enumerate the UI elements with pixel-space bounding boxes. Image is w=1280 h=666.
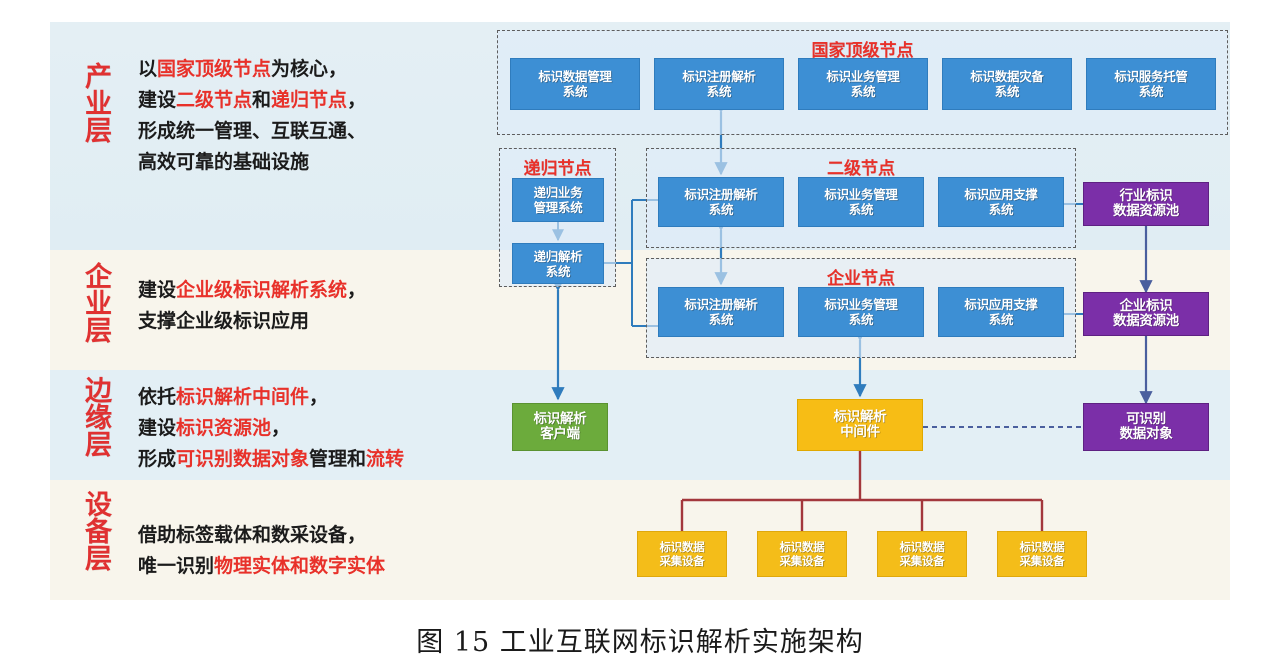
node-box-data-collection-device[interactable]: 标识数据采集设备 — [637, 531, 727, 577]
node-box-identity-registration-resolution-national[interactable]: 标识注册解析系统 — [654, 58, 784, 110]
node-box-data-collection-device[interactable]: 标识数据采集设备 — [757, 531, 847, 577]
node-box-industry-identity-data-pool[interactable]: 行业标识数据资源池 — [1083, 182, 1209, 226]
desc-text: 以 — [138, 58, 158, 80]
desc-text: ， — [309, 386, 329, 408]
layer-label-industry: 产业层 — [80, 62, 111, 143]
desc-text: 形成统一管理、互联互通、 — [138, 120, 367, 142]
node-box-identity-resolution-client[interactable]: 标识解析客户端 — [512, 403, 608, 451]
desc-highlight: 标识解析中间件 — [176, 386, 310, 408]
node-box-enterprise-identity-data-pool[interactable]: 企业标识数据资源池 — [1083, 292, 1209, 336]
desc-line: 以国家顶级节点为核心， — [138, 54, 366, 85]
desc-text: 为核心， — [271, 58, 348, 80]
desc-text: 管理和 — [309, 448, 367, 470]
desc-highlight: 二级节点 — [176, 89, 253, 111]
desc-text: 和 — [252, 89, 272, 111]
desc-line: 形成可识别数据对象管理和流转 — [138, 444, 404, 475]
desc-text: ， — [347, 279, 367, 301]
desc-highlight: 物理实体和数字实体 — [214, 555, 386, 577]
node-box-identity-data-management[interactable]: 标识数据管理系统 — [510, 58, 640, 110]
desc-line: 高效可靠的基础设施 — [138, 147, 366, 178]
layer-label-device: 设备层 — [80, 490, 111, 571]
node-box-identity-registration-resolution-enterprise[interactable]: 标识注册解析系统 — [658, 287, 784, 337]
node-box-identity-resolution-middleware[interactable]: 标识解析中间件 — [797, 399, 923, 451]
layer-desc-enterprise: 建设企业级标识解析系统， 支撑企业级标识应用 — [138, 275, 366, 337]
group-title-secondary: 二级节点 — [827, 159, 895, 179]
desc-text: ， — [347, 89, 367, 111]
desc-text: 唯一识别 — [138, 555, 215, 577]
desc-highlight: 国家顶级节点 — [157, 58, 272, 80]
desc-text: ， — [271, 417, 291, 439]
desc-text: 借助标签载体和数采设备， — [138, 524, 367, 546]
desc-text: 建设 — [138, 279, 177, 301]
node-box-identity-service-hosting[interactable]: 标识服务托管系统 — [1086, 58, 1216, 110]
desc-line: 借助标签载体和数采设备， — [138, 520, 385, 551]
node-box-identity-application-support-enterprise[interactable]: 标识应用支撑系统 — [938, 287, 1064, 337]
group-title-recursive: 递归节点 — [523, 159, 592, 179]
layer-desc-device: 借助标签载体和数采设备， 唯一识别物理实体和数字实体 — [138, 520, 385, 582]
desc-line: 唯一识别物理实体和数字实体 — [138, 551, 385, 582]
node-box-data-collection-device[interactable]: 标识数据采集设备 — [997, 531, 1087, 577]
desc-highlight: 标识资源池 — [176, 417, 272, 439]
group-title-enterprise: 企业节点 — [827, 269, 895, 289]
desc-line: 建设标识资源池， — [138, 413, 404, 444]
node-box-identity-data-disaster-recovery[interactable]: 标识数据灾备系统 — [942, 58, 1072, 110]
node-box-identity-registration-resolution-secondary[interactable]: 标识注册解析系统 — [658, 177, 784, 227]
desc-line: 建设二级节点和递归节点， — [138, 85, 366, 116]
desc-text: 形成 — [138, 448, 177, 470]
figure-caption: 图 15 工业互联网标识解析实施架构 — [416, 627, 864, 658]
desc-highlight: 可识别数据对象 — [176, 448, 310, 470]
group-title-national: 国家顶级节点 — [811, 41, 914, 61]
desc-highlight: 企业级标识解析系统 — [176, 279, 348, 301]
desc-line: 依托标识解析中间件， — [138, 382, 404, 413]
node-box-recursive-business-management[interactable]: 递归业务管理系统 — [512, 178, 604, 222]
node-box-data-collection-device[interactable]: 标识数据采集设备 — [877, 531, 967, 577]
layer-label-enterprise: 企业层 — [80, 262, 111, 343]
desc-text: 高效可靠的基础设施 — [138, 151, 310, 173]
desc-line: 支撑企业级标识应用 — [138, 306, 366, 337]
node-box-identity-business-management-secondary[interactable]: 标识业务管理系统 — [798, 177, 924, 227]
desc-text: 依托 — [138, 386, 177, 408]
layer-desc-edge: 依托标识解析中间件，建设标识资源池，形成可识别数据对象管理和流转 — [138, 382, 404, 475]
desc-highlight: 流转 — [366, 448, 405, 470]
desc-text: 支撑企业级标识应用 — [138, 310, 310, 332]
node-box-recursive-resolution[interactable]: 递归解析系统 — [512, 243, 604, 284]
layer-desc-industry: 以国家顶级节点为核心，建设二级节点和递归节点，形成统一管理、互联互通、高效可靠的… — [138, 54, 366, 178]
node-box-identifiable-data-object[interactable]: 可识别数据对象 — [1083, 403, 1209, 451]
node-box-identity-business-management-national[interactable]: 标识业务管理系统 — [798, 58, 928, 110]
desc-line: 建设企业级标识解析系统， — [138, 275, 366, 306]
desc-text: 建设 — [138, 417, 177, 439]
desc-highlight: 递归节点 — [271, 89, 348, 111]
desc-text: 建设 — [138, 89, 177, 111]
node-box-identity-application-support-secondary[interactable]: 标识应用支撑系统 — [938, 177, 1064, 227]
node-box-identity-business-management-enterprise[interactable]: 标识业务管理系统 — [798, 287, 924, 337]
layer-label-edge: 边缘层 — [80, 376, 111, 457]
desc-line: 形成统一管理、互联互通、 — [138, 116, 366, 147]
